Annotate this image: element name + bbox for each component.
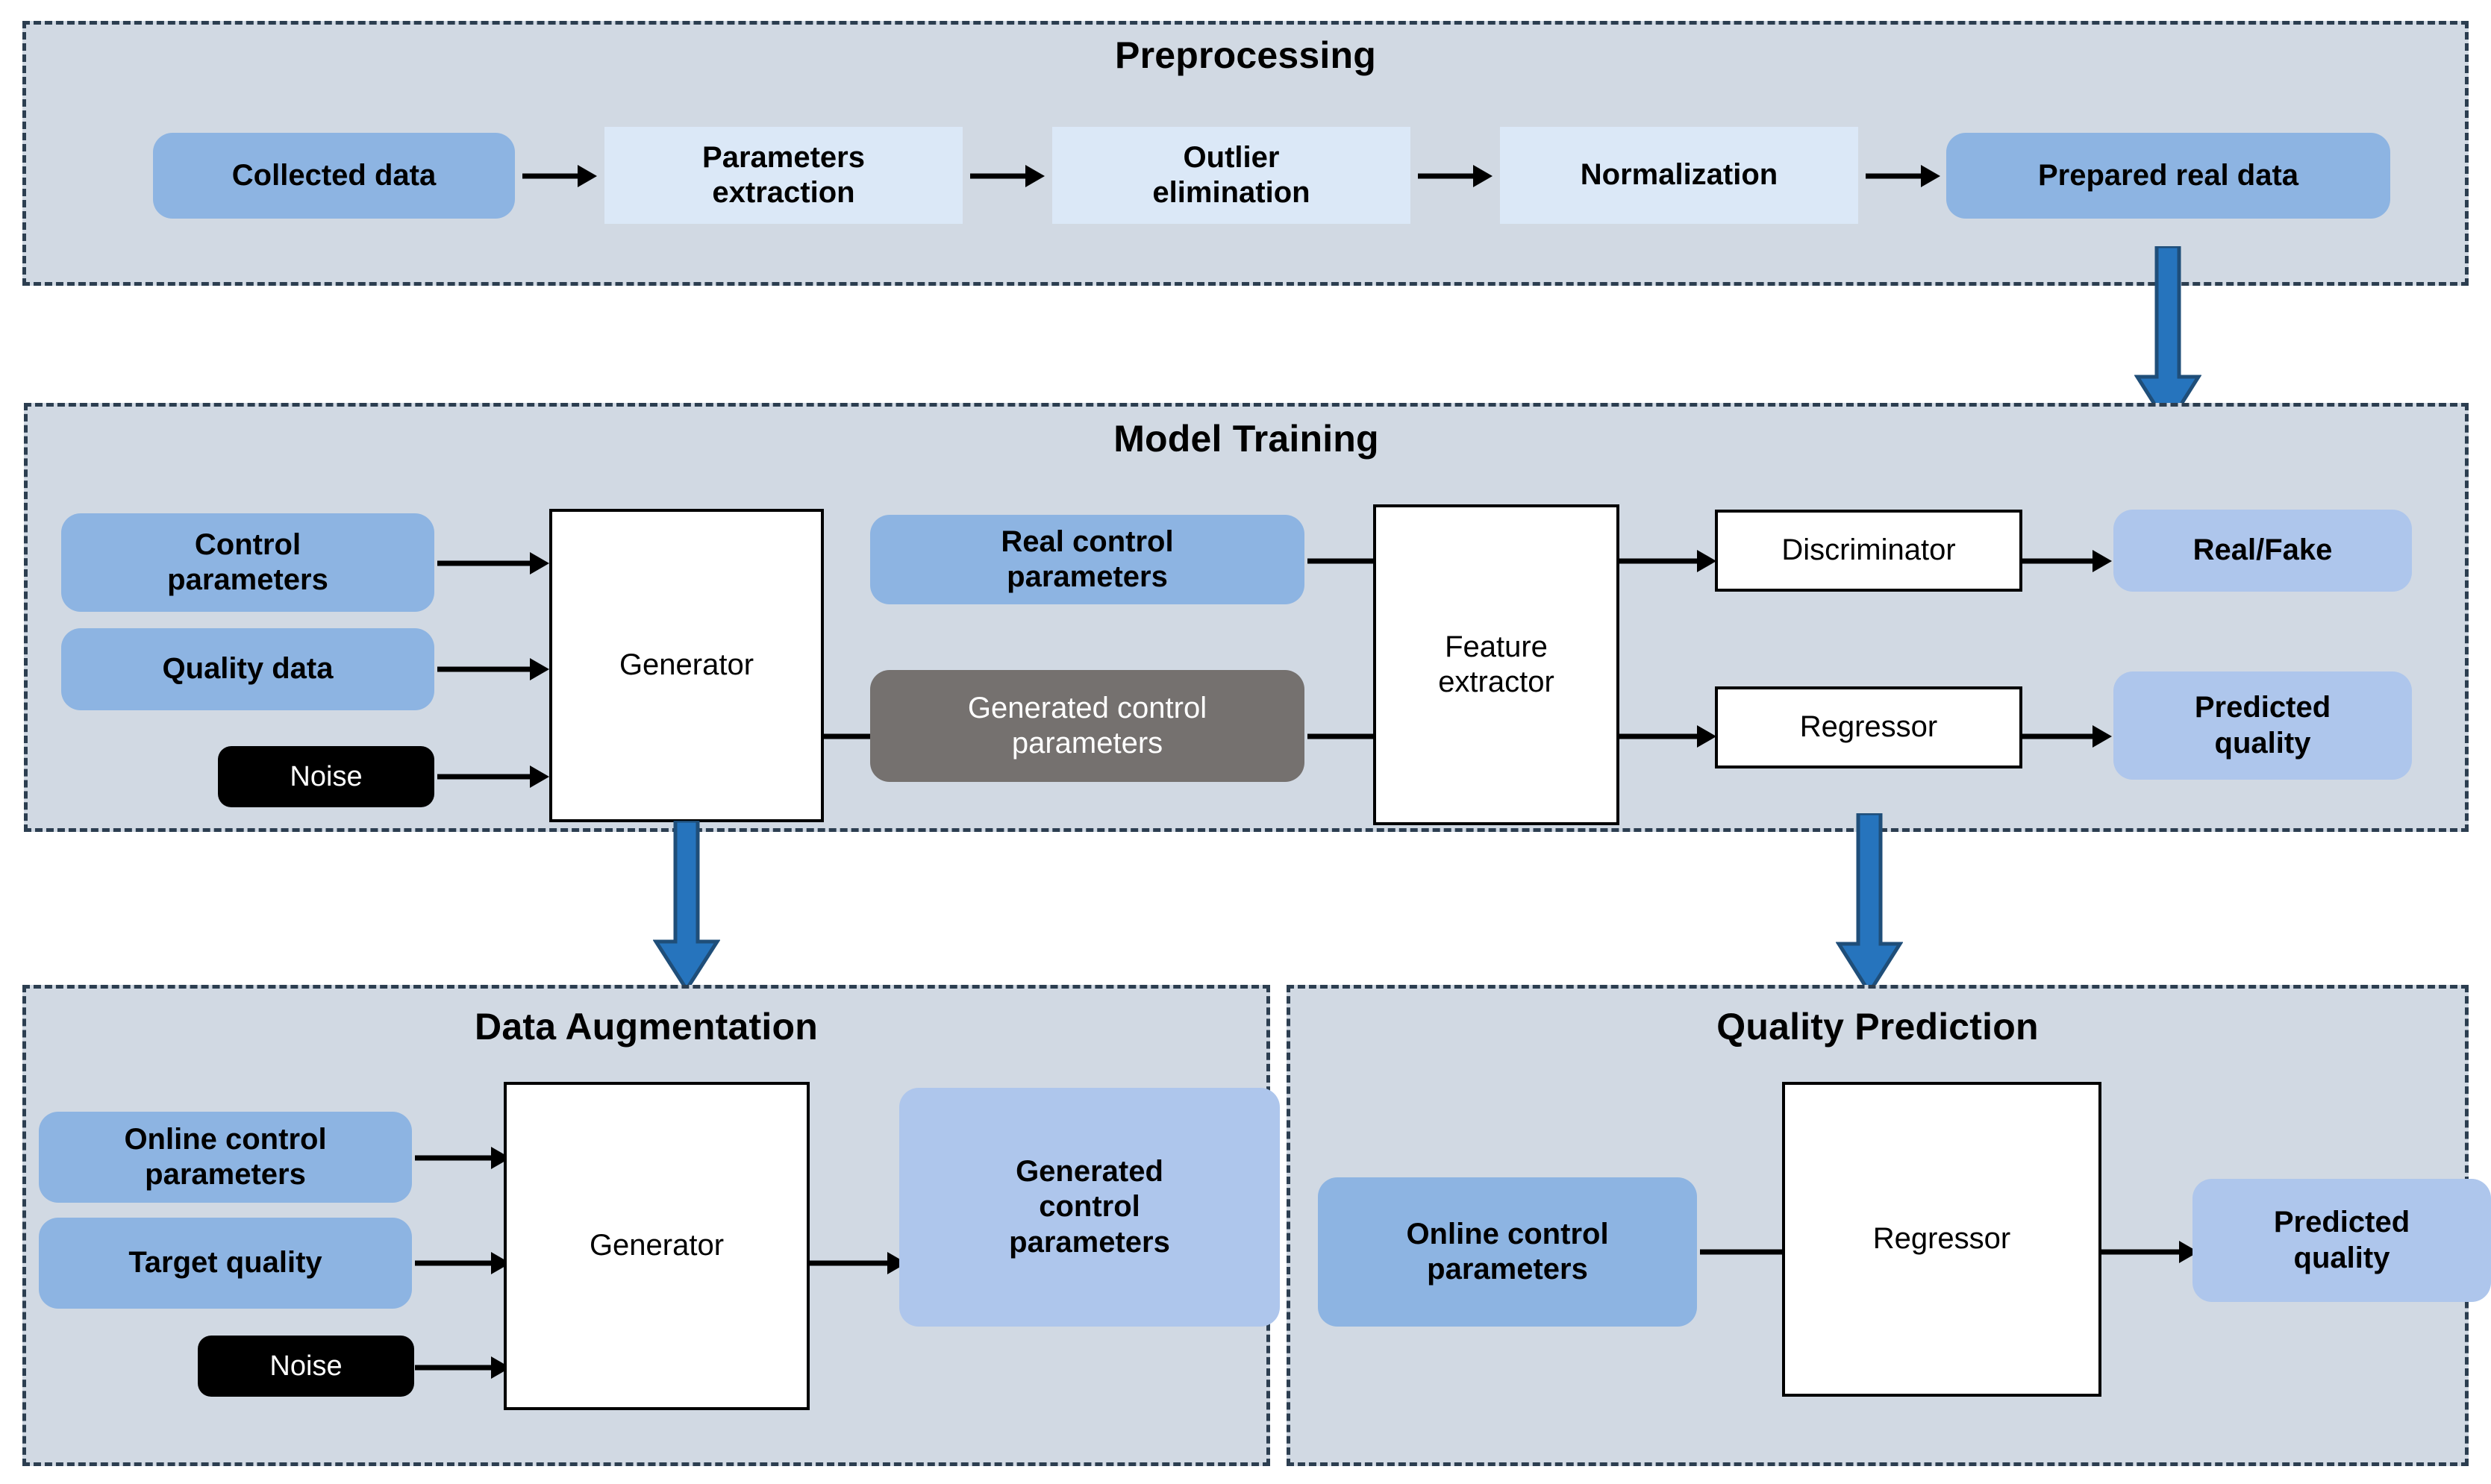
arrow-outlier-to-normalization	[1418, 165, 1493, 187]
node-label: Online control parameters	[1406, 1217, 1609, 1286]
node-label: Outlier elimination	[1152, 140, 1310, 209]
section-title-preprocessing: Preprocessing	[1115, 34, 1376, 76]
node-outlier-elimination[interactable]: Outlier elimination	[1052, 127, 1410, 224]
arrow-regressor-to-predicted-quality-prediction	[2101, 1241, 2198, 1263]
section-title-data-augmentation: Data Augmentation	[475, 1006, 818, 1048]
node-label: Predicted quality	[2194, 691, 2331, 760]
node-label: Regressor	[1872, 1222, 2011, 1256]
node-label: Prepared real data	[2037, 158, 2299, 192]
node-label: Real control parameters	[1001, 525, 1174, 593]
node-predicted-quality-training[interactable]: Predicted quality	[2113, 671, 2412, 780]
node-discriminator[interactable]: Discriminator	[1715, 510, 2022, 592]
node-collected-data[interactable]: Collected data	[153, 133, 515, 219]
arrow-noise-to-generator	[437, 766, 549, 788]
node-label: Target quality	[128, 1246, 322, 1280]
node-label: Parameters extraction	[702, 140, 865, 209]
node-noise-training[interactable]: Noise	[218, 746, 434, 807]
node-label: Feature extractor	[1438, 630, 1554, 698]
node-regressor-prediction[interactable]: Regressor	[1782, 1082, 2101, 1397]
node-label: Normalization	[1580, 158, 1778, 192]
node-parameters-extraction[interactable]: Parameters extraction	[604, 127, 963, 224]
node-label: Predicted quality	[2273, 1206, 2410, 1274]
node-online-control-parameters-prediction[interactable]: Online control parameters	[1318, 1177, 1697, 1327]
arrow-feature-extractor-to-regressor	[1619, 725, 1716, 748]
arrow-online-params-to-generator-augmentation	[415, 1147, 510, 1169]
node-label: Noise	[290, 760, 363, 792]
node-prepared-real-data[interactable]: Prepared real data	[1946, 133, 2390, 219]
node-label: Noise	[269, 1350, 343, 1382]
arrow-parameters-to-outlier	[970, 165, 1045, 187]
arrow-target-quality-to-generator	[415, 1252, 510, 1274]
node-normalization[interactable]: Normalization	[1500, 127, 1858, 224]
node-label: Generator	[589, 1229, 725, 1262]
block-arrow-preprocessing-to-training	[2134, 246, 2201, 429]
arrow-regressor-to-predicted-quality	[2022, 725, 2112, 748]
node-generated-control-parameters-training[interactable]: Generated control parameters	[870, 670, 1304, 782]
node-online-control-parameters-augmentation[interactable]: Online control parameters	[39, 1112, 412, 1203]
arrow-discriminator-to-real-fake	[2022, 550, 2112, 572]
node-control-parameters[interactable]: Control parameters	[61, 513, 434, 612]
arrow-noise-to-generator-augmentation	[415, 1356, 510, 1379]
node-label: Generated control parameters	[967, 691, 1207, 760]
arrow-quality-data-to-generator	[437, 658, 549, 680]
node-label: Real/Fake	[2192, 533, 2333, 567]
node-label: Collected data	[231, 158, 437, 192]
block-arrow-training-to-quality-prediction	[1836, 813, 1903, 996]
block-arrow-training-to-augmentation	[653, 821, 720, 992]
node-label: Generated control parameters	[1009, 1155, 1170, 1259]
arrow-normalization-to-prepared	[1866, 165, 1940, 187]
node-label: Quality data	[162, 652, 334, 686]
node-generator-augmentation[interactable]: Generator	[504, 1082, 810, 1410]
arrow-collected-to-parameters	[522, 165, 597, 187]
node-label: Generator	[619, 648, 754, 682]
node-generator-training[interactable]: Generator	[549, 509, 824, 822]
section-title-quality-prediction: Quality Prediction	[1716, 1006, 2039, 1048]
node-predicted-quality-prediction[interactable]: Predicted quality	[2192, 1179, 2491, 1302]
node-real-control-parameters[interactable]: Real control parameters	[870, 515, 1304, 604]
node-target-quality[interactable]: Target quality	[39, 1218, 412, 1309]
node-quality-data[interactable]: Quality data	[61, 628, 434, 710]
node-generated-control-parameters-augmentation[interactable]: Generated control parameters	[899, 1088, 1280, 1327]
arrow-feature-extractor-to-discriminator	[1619, 550, 1716, 572]
node-regressor-training[interactable]: Regressor	[1715, 686, 2022, 768]
section-title-model-training: Model Training	[1113, 418, 1379, 460]
node-real-fake[interactable]: Real/Fake	[2113, 510, 2412, 592]
node-label: Control parameters	[167, 527, 328, 596]
node-feature-extractor[interactable]: Feature extractor	[1373, 504, 1619, 825]
node-label: Online control parameters	[124, 1122, 327, 1191]
node-noise-augmentation[interactable]: Noise	[198, 1336, 414, 1397]
node-label: Discriminator	[1781, 533, 1956, 567]
arrow-generator-to-generated-params-augmentation	[810, 1252, 907, 1274]
node-label: Regressor	[1799, 710, 1938, 744]
arrow-control-params-to-generator	[437, 552, 549, 574]
